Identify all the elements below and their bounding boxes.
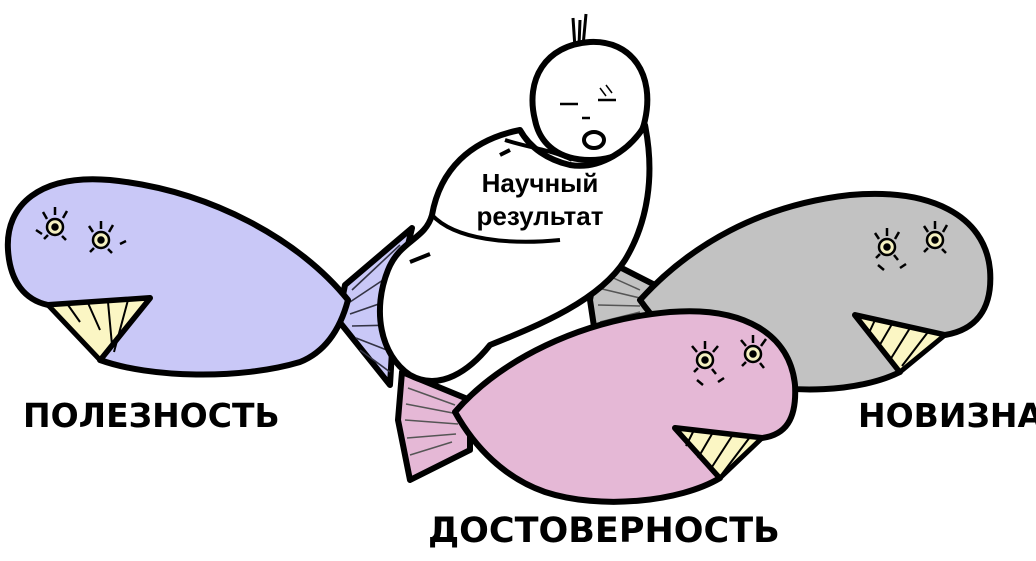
baby-caption-line-1: Научный [440,167,640,200]
label-usefulness: ПОЛЕЗНОСТЬ [23,396,280,435]
baby-caption-line-2: результат [440,200,640,233]
label-novelty: НОВИЗНА [858,396,1036,435]
left-fish-body [8,179,348,374]
left-fish-icon [8,179,412,385]
label-reliability: ДОСТОВЕРНОСТЬ [428,511,780,551]
baby-pacifier [584,132,604,148]
baby-caption: Научный результат [440,167,640,233]
